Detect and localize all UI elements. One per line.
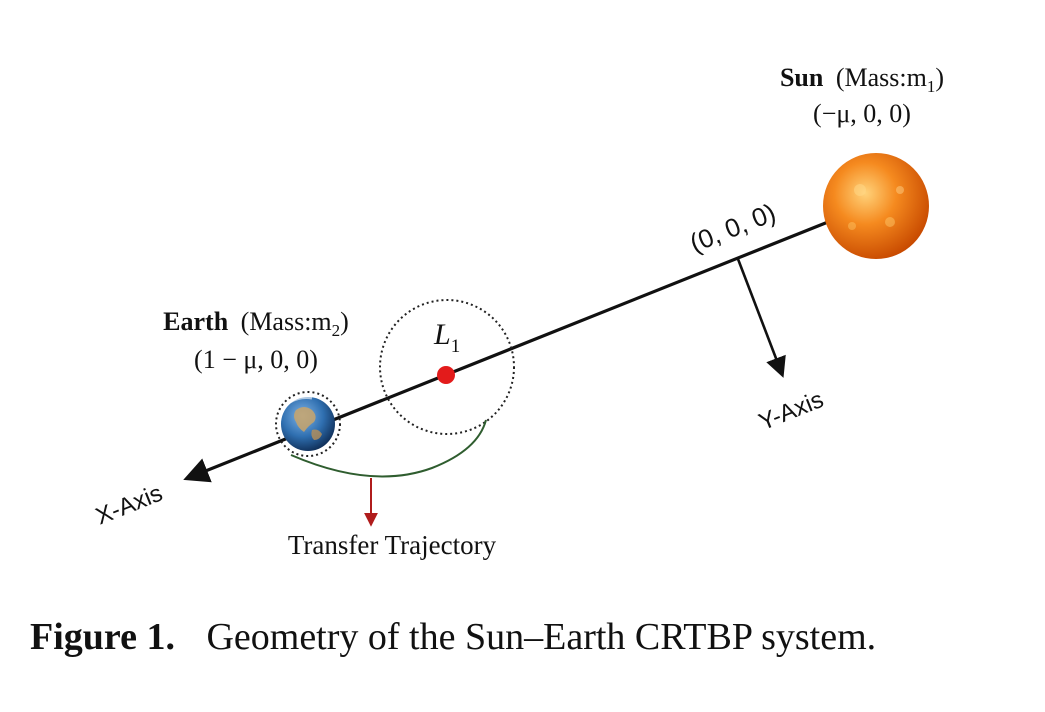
sun-label: Sun (Mass:m1) xyxy=(780,63,944,96)
x-axis-label: X-Axis xyxy=(92,480,166,531)
sun-mass-close: ) xyxy=(935,63,944,92)
sun-mass-label: (Mass:m xyxy=(836,63,927,92)
y-axis-label: Y-Axis xyxy=(755,386,827,436)
earth-icon xyxy=(281,396,335,451)
sun-coords: (−μ, 0, 0) xyxy=(813,99,911,128)
figure-caption: Figure 1. Geometry of the Sun–Earth CRTB… xyxy=(30,616,876,658)
l1-label: L1 xyxy=(433,318,460,357)
sun-name: Sun xyxy=(780,63,824,92)
earth-label: Earth (Mass:m2) xyxy=(163,307,349,340)
earth-coords: (1 − μ, 0, 0) xyxy=(194,345,318,374)
trajectory-label: Transfer Trajectory xyxy=(288,530,497,560)
sun-icon xyxy=(823,153,929,259)
l1-orbit-circle xyxy=(379,299,515,435)
earth-name: Earth xyxy=(163,307,229,336)
earth-orbit-ring xyxy=(275,391,341,457)
y-axis-line xyxy=(736,258,786,378)
l1-letter: L xyxy=(433,318,451,351)
caption-number: Figure 1. xyxy=(30,616,175,658)
transfer-trajectory-arc xyxy=(290,419,487,478)
caption-text: Geometry of the Sun–Earth CRTBP system. xyxy=(206,616,876,658)
earth-mass-label: (Mass:m xyxy=(241,307,332,336)
l1-point xyxy=(437,366,455,384)
earth-mass-sub: 2 xyxy=(332,321,341,340)
l1-sub: 1 xyxy=(451,336,461,357)
earth-mass-close: ) xyxy=(340,307,349,336)
sun-mass-sub: 1 xyxy=(927,77,936,96)
origin-label: (0, 0, 0) xyxy=(685,197,779,258)
